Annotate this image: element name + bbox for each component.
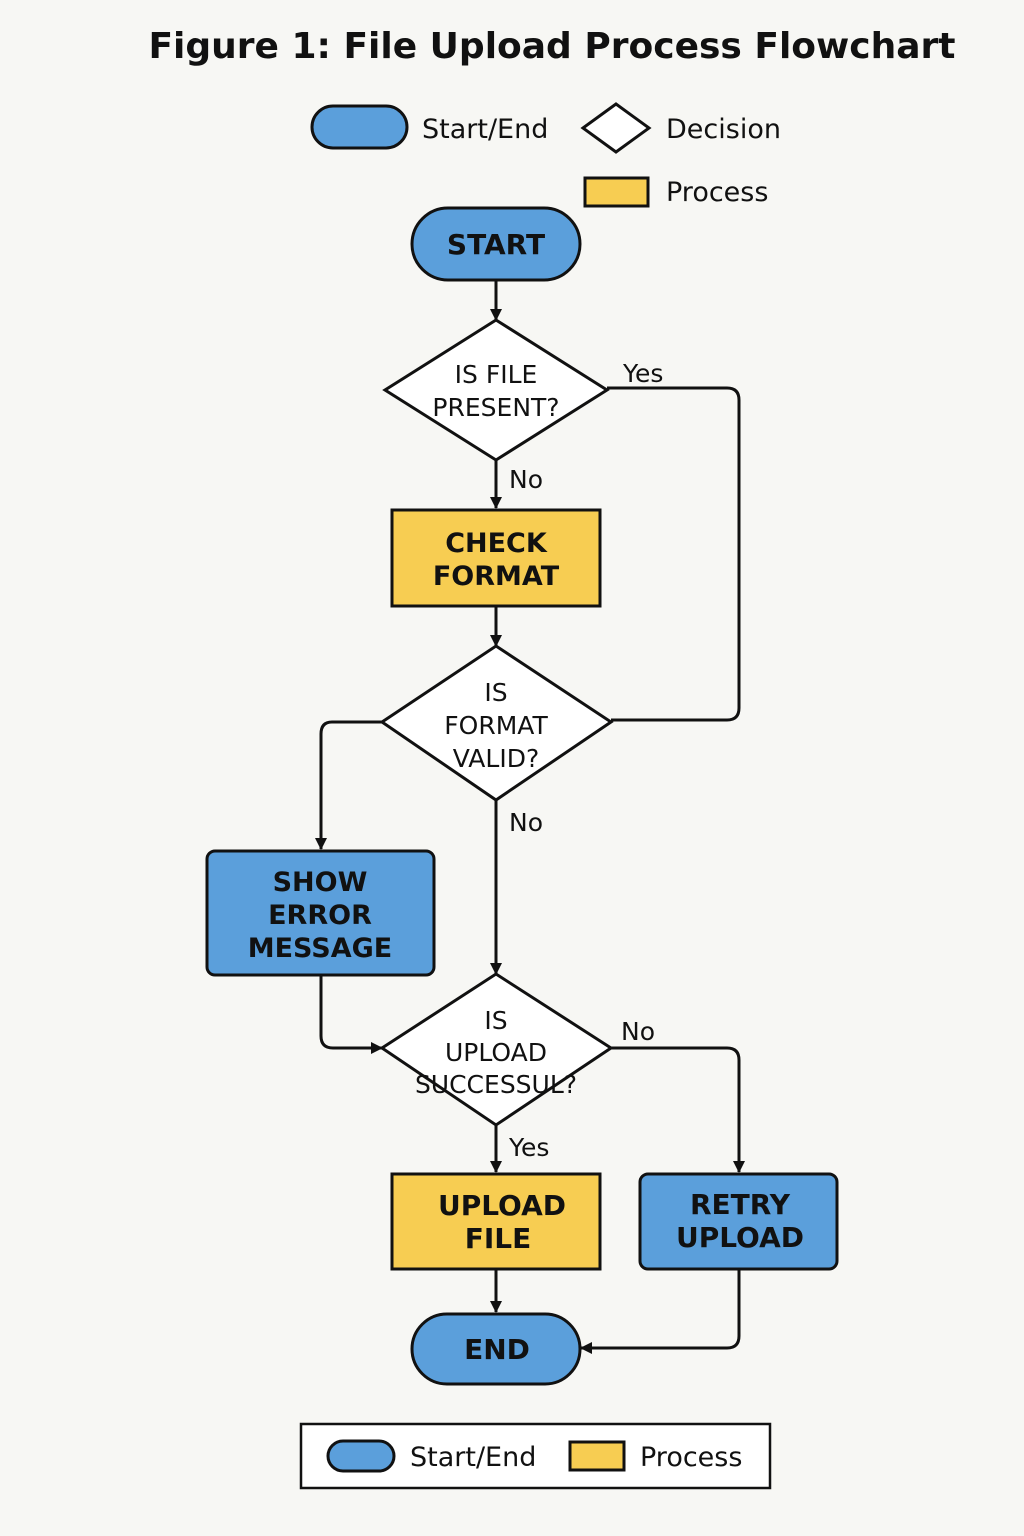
legend-bottom-process-label: Process <box>640 1442 742 1473</box>
is-file-present-shape <box>382 318 610 462</box>
node-retry-upload: RETRY UPLOAD <box>638 1172 839 1271</box>
legend-process-label: Process <box>666 177 768 208</box>
is-upload-successful-line-2: UPLOAD <box>445 1038 547 1067</box>
edge-label-upload-no: No <box>621 1017 655 1046</box>
edge-label-upload-yes: Yes <box>508 1133 549 1162</box>
is-file-present-line-1: IS FILE <box>455 360 538 389</box>
show-error-message-line-2: ERROR <box>268 900 372 931</box>
node-is-file-present: IS FILE PRESENT? <box>382 318 610 462</box>
edge-format-valid-to-error <box>315 720 382 850</box>
legend-bottom-process-swatch <box>568 1440 626 1472</box>
start-label: START <box>447 228 545 261</box>
legend-start-end-swatch <box>310 104 409 150</box>
edge-retry-to-end <box>580 1270 741 1354</box>
is-format-valid-line-2: FORMAT <box>444 711 548 740</box>
is-upload-successful-shape <box>379 972 614 1127</box>
legend-bottom-start-end-swatch <box>326 1439 396 1473</box>
is-format-valid-line-3: VALID? <box>453 744 539 773</box>
retry-upload-shape <box>638 1172 839 1271</box>
legend-process-swatch <box>583 176 650 208</box>
node-start: START <box>410 206 582 282</box>
is-format-valid-shape <box>379 644 614 802</box>
check-format-line-1: CHECK <box>445 528 548 559</box>
node-is-format-valid: IS FORMAT VALID? <box>379 644 614 802</box>
node-check-format: CHECK FORMAT <box>390 508 602 608</box>
edge-label-format-valid-no: No <box>509 808 543 837</box>
show-error-message-line-1: SHOW <box>273 867 368 898</box>
legend-bottom-start-end-label: Start/End <box>410 1442 536 1473</box>
edge-error-to-upload-decision <box>319 976 383 1054</box>
node-end: END <box>410 1312 582 1386</box>
legend-decision-label: Decision <box>666 114 781 145</box>
edges <box>315 280 745 1354</box>
legend-bottom: Start/End Process <box>299 1422 772 1490</box>
is-file-present-line-2: PRESENT? <box>432 393 559 422</box>
is-upload-successful-line-1: IS <box>484 1006 507 1035</box>
upload-file-shape <box>390 1172 602 1271</box>
show-error-message-line-3: MESSAGE <box>248 933 393 964</box>
show-error-message-shape <box>205 849 436 977</box>
edge-label-file-present-yes: Yes <box>622 359 663 388</box>
legend-top: Start/End Decision Process <box>310 102 781 208</box>
node-upload-file: UPLOAD FILE <box>390 1172 602 1271</box>
is-format-valid-line-1: IS <box>484 678 507 707</box>
legend-start-end-label: Start/End <box>422 114 548 145</box>
edge-file-present-yes <box>607 386 741 722</box>
is-upload-successful-line-3: SUCCESSUL? <box>415 1070 577 1099</box>
retry-upload-line-2: UPLOAD <box>676 1221 804 1254</box>
upload-file-line-1: UPLOAD <box>438 1189 566 1222</box>
start-shape <box>410 206 582 282</box>
node-show-error-message: SHOW ERROR MESSAGE <box>205 849 436 977</box>
end-shape <box>410 1312 582 1386</box>
node-is-upload-successful: IS UPLOAD SUCCESSUL? <box>379 972 614 1127</box>
legend-decision-swatch <box>580 102 652 154</box>
end-label: END <box>464 1333 530 1366</box>
check-format-line-2: FORMAT <box>433 561 560 592</box>
edge-label-file-present-no: No <box>509 465 543 494</box>
upload-file-line-2: FILE <box>465 1222 532 1255</box>
check-format-shape <box>390 508 602 608</box>
figure-title: Figure 1: File Upload Process Flowchart <box>148 26 955 67</box>
retry-upload-line-1: RETRY <box>690 1188 791 1221</box>
edge-upload-no <box>611 1046 745 1173</box>
